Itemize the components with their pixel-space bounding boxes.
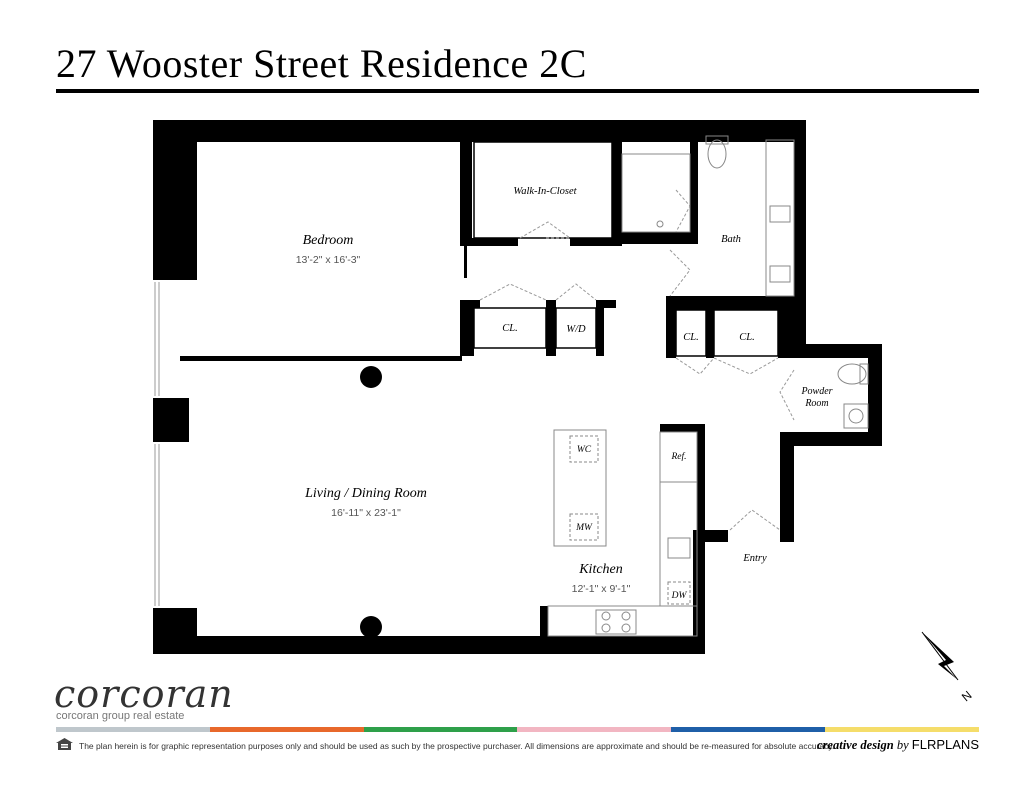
stripe-6 — [825, 727, 979, 732]
bath-fixtures — [621, 135, 869, 429]
window-strips — [154, 282, 160, 606]
credit-brand: FLRPLANS — [911, 737, 979, 752]
brand-subtitle: corcoran group real estate — [56, 710, 185, 722]
walk-in-closet-label: Walk-In-Closet — [513, 186, 577, 197]
closet-label-3: CL. — [739, 332, 754, 343]
kitchen-fixtures — [547, 429, 698, 637]
brand-logo: corcoran — [54, 672, 234, 716]
column-top — [360, 366, 382, 388]
living-dims: 16'-11" x 23'-1" — [331, 507, 401, 519]
powder-room-label-1: Powder — [800, 386, 832, 397]
entry-label: Entry — [742, 553, 767, 564]
stripe-5 — [671, 727, 826, 732]
door-swings — [479, 189, 795, 531]
north-label: N — [959, 688, 975, 704]
disclaimer-text: The plan herein is for graphic represent… — [79, 741, 835, 751]
stripe-2 — [209, 727, 364, 732]
title-rule — [56, 89, 979, 93]
stripe-4 — [517, 727, 672, 732]
dw-label: DW — [671, 591, 688, 601]
interior-walls — [180, 140, 794, 640]
bedroom-dims: 13'-2" x 16'-3" — [296, 254, 361, 266]
stripe-1 — [56, 727, 210, 732]
stripe-3 — [363, 727, 518, 732]
page-title: 27 Wooster Street Residence 2C — [56, 41, 587, 86]
credit-by: by — [896, 738, 909, 752]
living-label: Living / Dining Room — [304, 486, 427, 501]
bath-label: Bath — [721, 234, 741, 245]
credit-italic: creative design — [817, 738, 894, 752]
outer-walls — [153, 120, 882, 654]
north-arrow-icon — [921, 631, 959, 681]
kitchen-dims: 12'-1" x 9'-1" — [572, 583, 631, 595]
closet-label-2: CL. — [683, 332, 698, 343]
column-bottom — [360, 616, 382, 638]
color-stripes — [56, 727, 979, 732]
closet-outlines — [473, 141, 779, 357]
closet-label-1: CL. — [502, 323, 517, 334]
mw-label: MW — [575, 523, 593, 533]
wc-label: WC — [577, 445, 592, 455]
powder-room-label-2: Room — [804, 398, 828, 409]
credit: creative design by FLRPLANS — [817, 737, 979, 753]
equal-housing-icon — [56, 738, 73, 750]
kitchen-label: Kitchen — [578, 562, 623, 577]
wd-label: W/D — [566, 324, 586, 335]
bedroom-label: Bedroom — [303, 233, 354, 248]
ref-label: Ref. — [670, 451, 686, 462]
